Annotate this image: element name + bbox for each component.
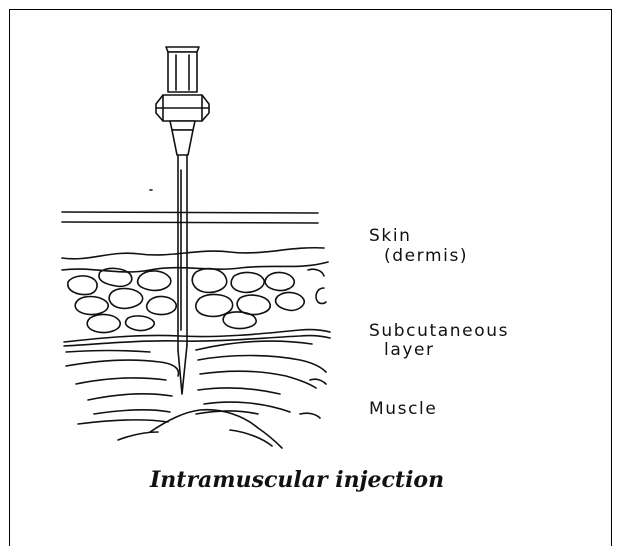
label-dermis: (dermis): [384, 248, 468, 265]
label-subcutaneous: Subcutaneous: [369, 323, 509, 340]
fat-globules: [68, 268, 326, 332]
syringe-hub: [156, 47, 209, 155]
label-skin: Skin: [369, 228, 412, 245]
label-layer: layer: [384, 342, 435, 359]
skin-surface: [62, 212, 318, 223]
figure-caption: Intramuscular injection: [150, 467, 444, 493]
needle: [178, 155, 187, 394]
dermis-layer: [62, 248, 328, 272]
muscle-fibers: [66, 356, 326, 449]
label-muscle: Muscle: [369, 401, 437, 418]
